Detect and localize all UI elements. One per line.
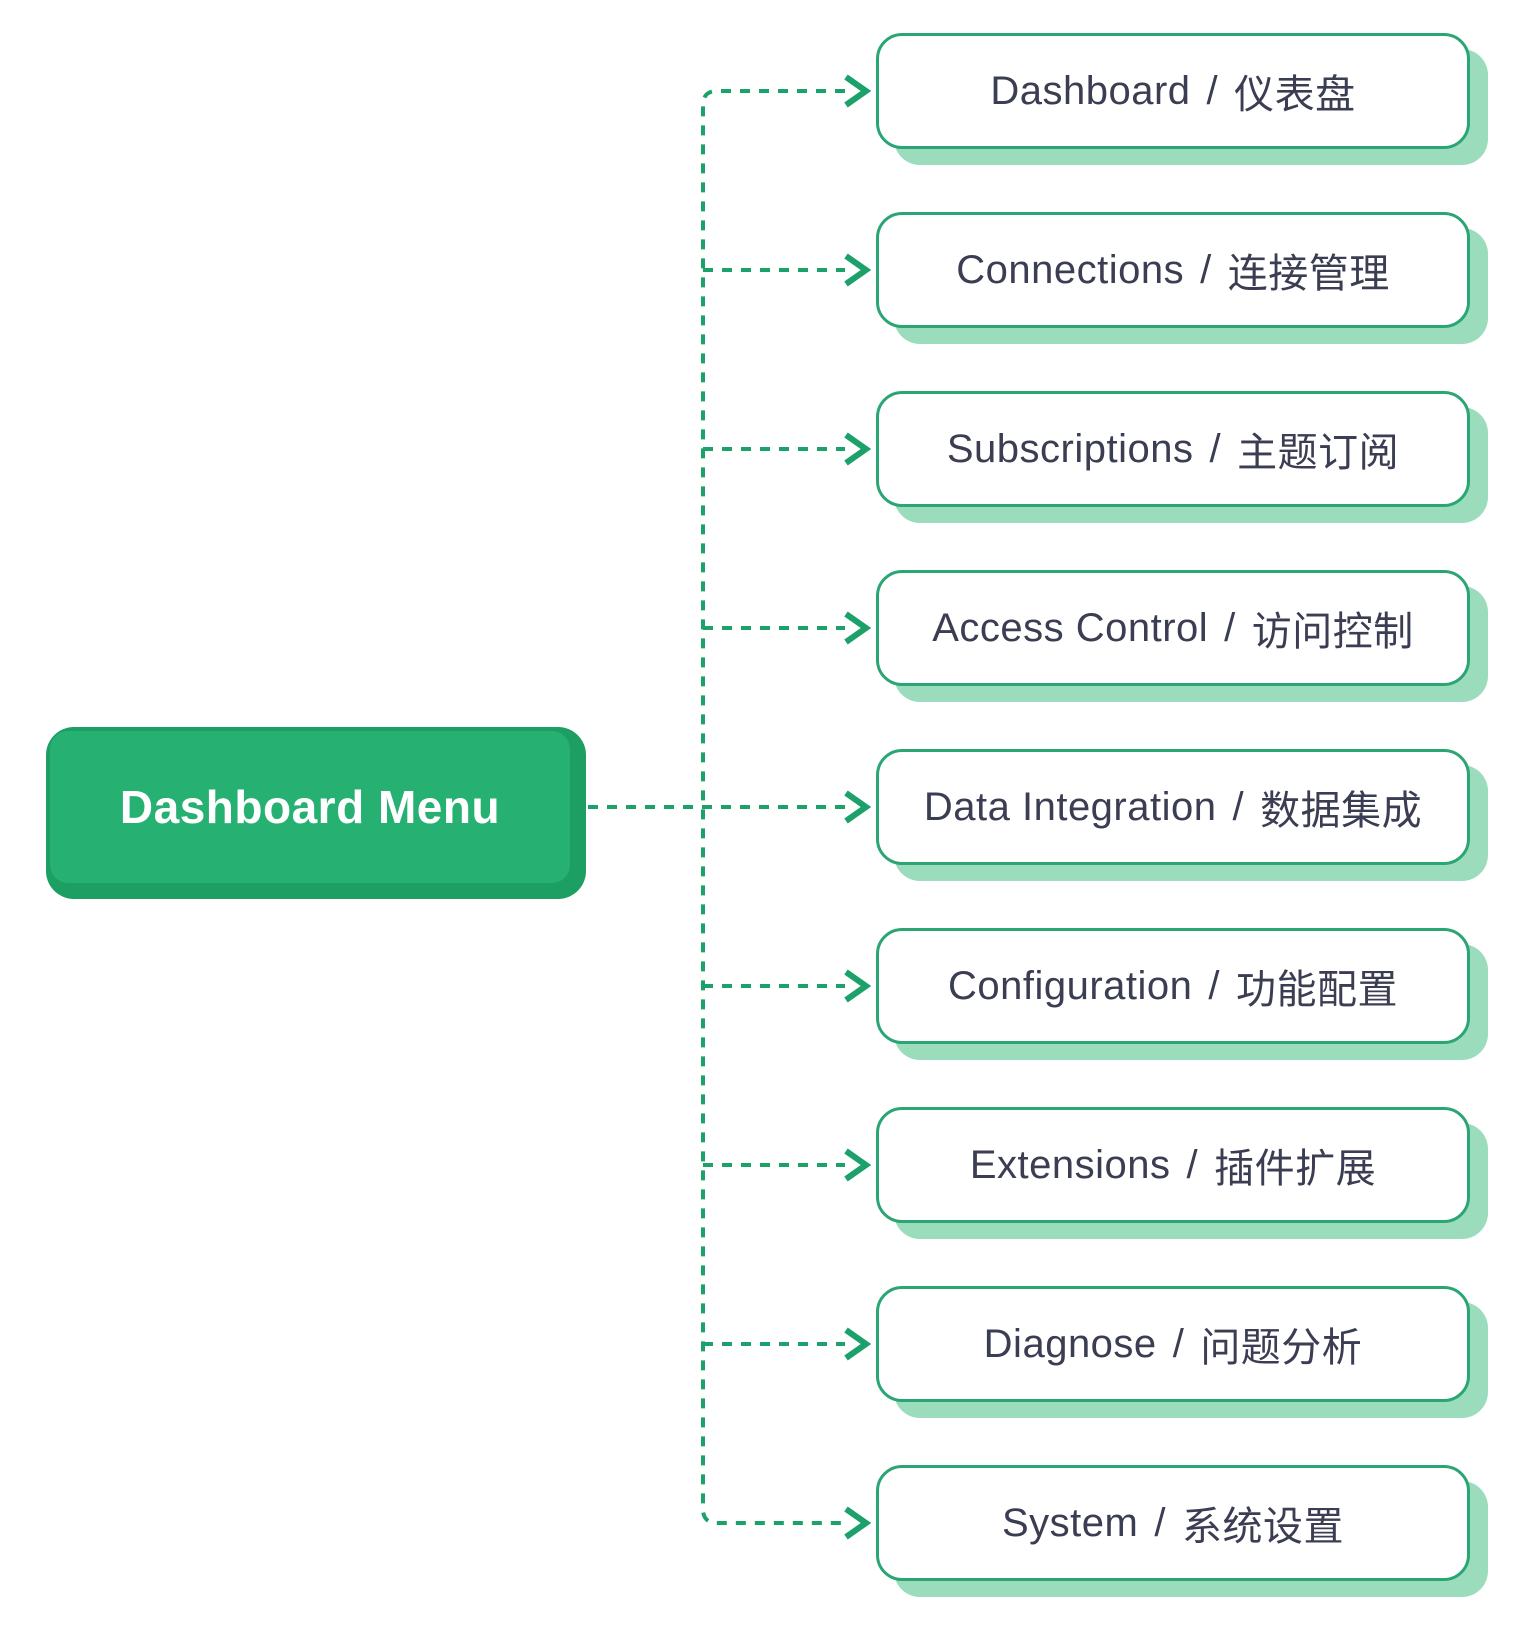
arrowhead-icon (844, 432, 872, 466)
menu-node-label-zh: 功能配置 (1236, 968, 1399, 1012)
menu-node-connections[interactable]: Connections / 连接管理 (876, 212, 1470, 328)
menu-node-data-integration[interactable]: Data Integration / 数据集成 (876, 749, 1470, 865)
menu-node-separator: / (1186, 1142, 1199, 1187)
menu-node-label-en: Dashboard (990, 68, 1191, 113)
menu-node-label-zh: 问题分析 (1200, 1326, 1363, 1370)
arrowhead-icon (844, 1148, 872, 1182)
menu-node-extensions[interactable]: Extensions / 插件扩展 (876, 1107, 1470, 1223)
menu-node-label-zh: 主题订阅 (1237, 431, 1400, 475)
arrowhead-icon (844, 969, 872, 1003)
menu-node-dashboard[interactable]: Dashboard / 仪表盘 (876, 33, 1470, 149)
arrowhead-icon (844, 611, 872, 645)
arrowhead-icon (844, 790, 872, 824)
menu-node-diagnose[interactable]: Diagnose / 问题分析 (876, 1286, 1470, 1402)
menu-node-separator: / (1206, 68, 1219, 113)
menu-node-separator: / (1208, 963, 1221, 1008)
menu-node-label-zh: 访问控制 (1251, 610, 1414, 654)
root-node-label: Dashboard Menu (119, 781, 501, 833)
menu-node-separator: / (1172, 1321, 1185, 1366)
menu-node-label-zh: 插件扩展 (1214, 1147, 1377, 1191)
connector-trunk (701, 89, 845, 1525)
menu-node-separator: / (1224, 605, 1236, 650)
menu-node-label-zh: 仪表盘 (1234, 73, 1356, 117)
menu-node-separator: / (1154, 1500, 1166, 1545)
menu-node-label-en: Connections (956, 247, 1185, 292)
arrowhead-icon (844, 74, 872, 108)
menu-node-label-en: Data Integration (923, 784, 1217, 829)
menu-node-label-en: System (1002, 1500, 1139, 1545)
menu-node-separator: / (1200, 247, 1212, 292)
menu-node-label-en: Subscriptions (946, 426, 1194, 471)
menu-node-subscriptions[interactable]: Subscriptions / 主题订阅 (876, 391, 1470, 507)
menu-node-separator: / (1232, 784, 1245, 829)
menu-node-system[interactable]: System / 系统设置 (876, 1465, 1470, 1581)
menu-node-configuration[interactable]: Configuration / 功能配置 (876, 928, 1470, 1044)
menu-node-label-zh: 系统设置 (1181, 1505, 1344, 1549)
menu-node-label-en: Diagnose (983, 1321, 1157, 1366)
menu-node-label-zh: 连接管理 (1227, 252, 1390, 296)
menu-node-separator: / (1209, 426, 1222, 471)
menu-node-access-control[interactable]: Access Control / 访问控制 (876, 570, 1470, 686)
menu-node-label-en: Configuration (947, 963, 1193, 1008)
menu-node-label-en: Access Control (932, 605, 1209, 650)
menu-node-label-zh: 数据集成 (1260, 789, 1423, 833)
menu-node-label-en: Extensions (969, 1142, 1171, 1187)
arrowhead-icon (844, 1506, 872, 1540)
root-node-dashboard-menu[interactable]: Dashboard Menu (50, 731, 570, 883)
arrowhead-icon (844, 253, 872, 287)
arrowhead-icon (844, 1327, 872, 1361)
